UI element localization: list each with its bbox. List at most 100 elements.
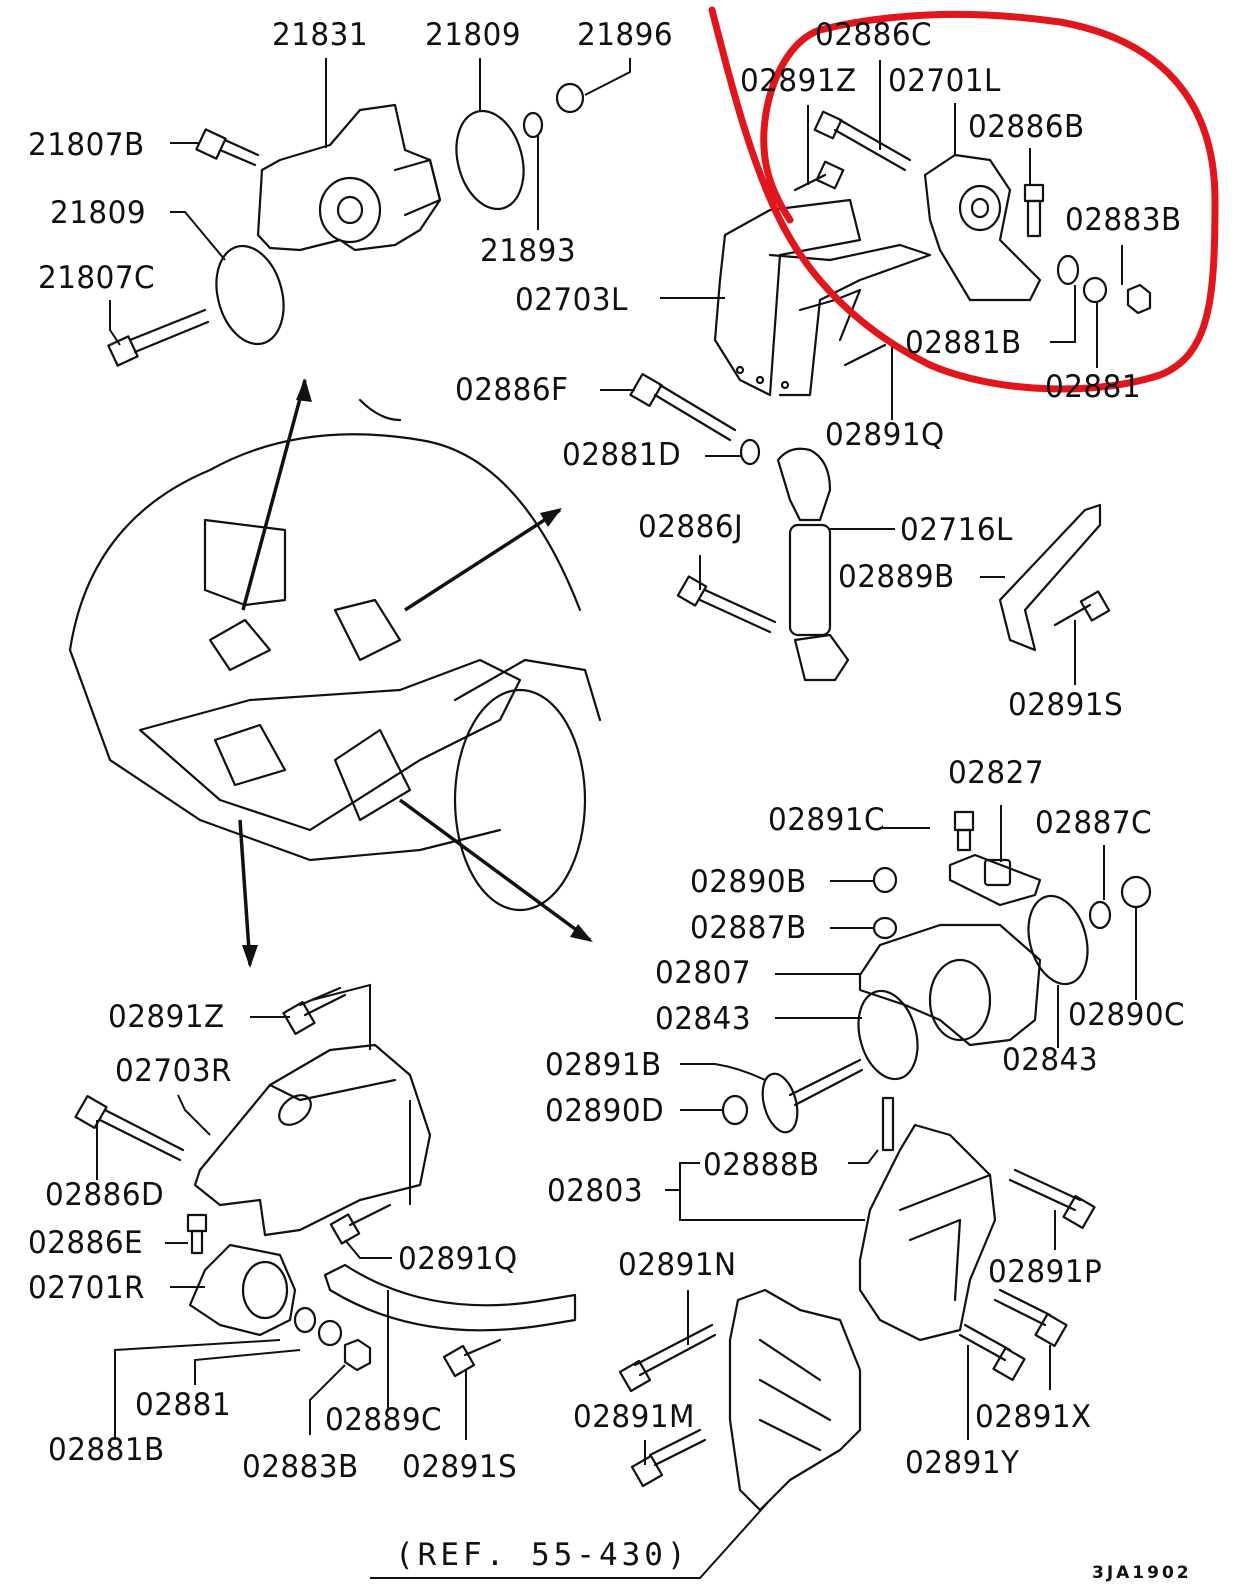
part-02891c-bolt xyxy=(880,810,975,852)
part-label: 02891B xyxy=(545,1047,662,1083)
part-label: 02891Q xyxy=(825,417,945,453)
part-label: 02891P xyxy=(988,1254,1103,1290)
part-02888b-stud xyxy=(848,1096,895,1164)
part-02887b-washer xyxy=(830,916,898,940)
part-21831-mount-bracket xyxy=(256,58,442,252)
part-02891p-bolt xyxy=(1008,1168,1096,1250)
part-label: 02827 xyxy=(948,755,1045,791)
part-02887c-washer xyxy=(1088,845,1112,930)
part-02881-washer-upper xyxy=(1082,276,1108,368)
part-label: 02891S xyxy=(1008,687,1124,723)
part-02843-plate-left xyxy=(775,989,919,1081)
part-02803-bracket xyxy=(665,1123,997,1342)
part-label: 02891X xyxy=(975,1399,1092,1435)
part-21896-nut xyxy=(555,58,631,114)
part-label: 21809 xyxy=(425,17,522,53)
part-label: 02701L xyxy=(888,63,1001,99)
part-02891s-bolt-right xyxy=(1053,590,1111,685)
part-02881b-washer-lower xyxy=(114,1306,317,1440)
part-02890c-nut xyxy=(1120,875,1152,1000)
arrow-to-lower-right-group xyxy=(398,798,593,942)
part-label: 02883B xyxy=(1065,202,1182,238)
part-02886b-bolt xyxy=(1023,148,1045,238)
part-label: 02886D xyxy=(45,1177,165,1213)
part-label: 02886E xyxy=(28,1225,144,1261)
part-label: 02890D xyxy=(545,1093,665,1129)
arrow-to-upper-left-group xyxy=(241,378,312,611)
part-label: 21893 xyxy=(480,233,577,269)
arrow-to-rod-group xyxy=(404,508,562,612)
part-label: 21831 xyxy=(272,17,369,53)
part-label: 02891M xyxy=(573,1399,695,1435)
part-label: 02716L xyxy=(900,512,1013,548)
part-21809-plate-lower xyxy=(170,211,285,346)
part-label: 02807 xyxy=(655,955,752,991)
part-02891x-bolt xyxy=(993,1288,1068,1390)
part-02881d-washer xyxy=(705,438,761,466)
part-02886f-bolt xyxy=(600,373,737,442)
part-label: 02890B xyxy=(690,864,807,900)
red-highlight-circle xyxy=(708,6,1219,393)
part-02883b-nut-lower xyxy=(309,1338,372,1435)
vehicle-engine-bay-sketch xyxy=(68,398,602,912)
part-label: 21807C xyxy=(38,260,156,296)
part-label: 02891Q xyxy=(398,1241,518,1277)
part-label: 02886B xyxy=(968,109,1085,145)
part-02886d-bolt xyxy=(74,1095,185,1180)
part-label: 02881 xyxy=(1045,369,1142,405)
part-label: 02891Z xyxy=(740,63,857,99)
part-label: 21896 xyxy=(577,17,674,53)
part-02716l-torque-rod xyxy=(776,447,895,682)
part-label: 02803 xyxy=(547,1173,644,1209)
part-label: 02881B xyxy=(48,1432,165,1468)
part-02889b-bracket xyxy=(980,503,1102,652)
part-02886j-bolt xyxy=(676,555,777,634)
part-02881b-washer-upper xyxy=(1050,254,1080,343)
part-02827-bracket-plate xyxy=(948,805,1042,907)
part-label: 02891Y xyxy=(905,1445,1020,1481)
part-transmission-bracket-ref xyxy=(370,1288,862,1579)
part-02886e-bolt xyxy=(165,1213,208,1255)
part-02891m-bolt xyxy=(630,1428,707,1488)
part-label: 02890C xyxy=(1068,997,1186,1033)
part-21807b-bolt xyxy=(170,128,260,167)
part-02701l-mount xyxy=(923,103,1042,302)
part-label: 02886C xyxy=(815,17,933,53)
part-02703r-bracket xyxy=(177,983,432,1237)
part-label: 02883B xyxy=(242,1449,359,1485)
part-02889c-bracket xyxy=(323,1263,577,1410)
part-02891s-bolt-lower xyxy=(442,1338,502,1440)
part-label: 02889C xyxy=(325,1402,443,1438)
part-label: 02881D xyxy=(562,437,682,473)
part-02890d-nut xyxy=(680,1094,749,1126)
part-21893-washer xyxy=(522,111,544,230)
part-02883b-nut-upper xyxy=(1121,245,1152,315)
part-02890b-nut xyxy=(830,866,898,894)
part-02891q-bolt-upper xyxy=(843,343,893,420)
part-label: 02701R xyxy=(28,1270,145,1306)
part-label: 02887C xyxy=(1035,805,1153,841)
part-label: 02888B xyxy=(703,1147,820,1183)
part-label: 02889B xyxy=(838,559,955,595)
part-label: 02703R xyxy=(115,1053,232,1089)
part-label: 02843 xyxy=(1002,1042,1099,1078)
part-02843-plate-right xyxy=(1027,894,1089,1048)
part-02891n-bolt xyxy=(618,1290,717,1393)
part-label: 02843 xyxy=(655,1001,752,1037)
part-label: 02891Z xyxy=(108,999,225,1035)
arrow-to-lower-left-group xyxy=(238,819,258,968)
part-label: 02886F xyxy=(455,372,569,408)
part-label: 02887B xyxy=(690,910,807,946)
part-21809-plate-upper xyxy=(455,58,525,211)
part-label: 21809 xyxy=(50,195,147,231)
part-02701r-mount xyxy=(170,1243,297,1337)
part-label: 21807B xyxy=(28,127,145,163)
drawing-code: 3JA1902 xyxy=(1092,1563,1192,1583)
part-label: 02891S xyxy=(402,1449,518,1485)
part-label: 02881B xyxy=(905,325,1022,361)
part-02891z-bolt-upper xyxy=(793,105,845,192)
part-02881-washer-lower xyxy=(194,1319,343,1385)
part-21807c-bolt xyxy=(107,300,210,367)
part-label: 02703L xyxy=(515,282,628,318)
part-02891z-bolt-lower xyxy=(250,986,347,1035)
